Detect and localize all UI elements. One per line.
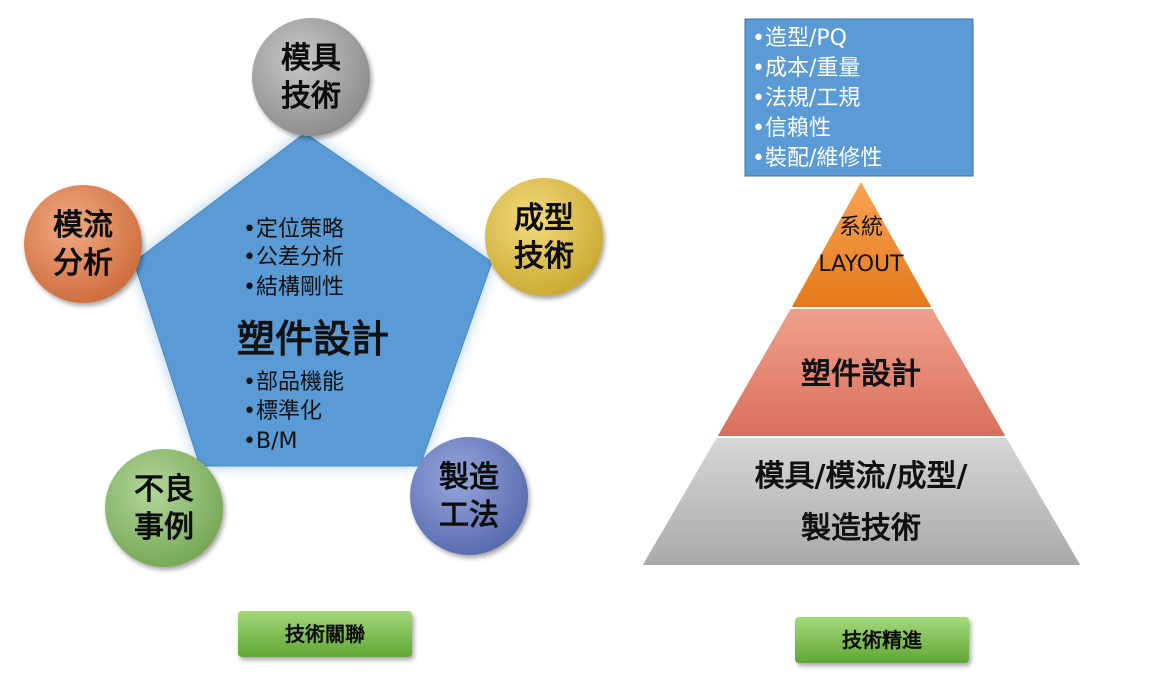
pentagon-lower-item-3: •B/M bbox=[243, 429, 297, 454]
pyramid-bottom-line-2: 製造技術 bbox=[801, 511, 921, 546]
circle-mold-line-1: 模具 bbox=[281, 41, 341, 76]
pyramid: 系統 LAYOUT 塑件設計 模具/模流/成型/ 製造技術 bbox=[639, 177, 1084, 567]
circle-molding-line-1: 成型 bbox=[514, 201, 574, 236]
requirements-item-5: •裝配/維修性 bbox=[752, 146, 882, 171]
pentagon-lower-item-1: •部品機能 bbox=[243, 370, 344, 395]
circle-mold-shape bbox=[252, 18, 370, 136]
circle-defect-line-1: 不良 bbox=[134, 472, 194, 507]
pentagon-group: •定位策略 •公差分析 •結構剛性 塑件設計 •部品機能 •標準化 •B/M bbox=[133, 132, 493, 467]
circle-molding-line-2: 技術 bbox=[514, 239, 574, 274]
circle-flow-shape bbox=[24, 185, 142, 303]
tech-association-button[interactable]: 技術關聯 bbox=[238, 611, 412, 657]
circle-defect-line-2: 事例 bbox=[134, 510, 194, 545]
tech-association-button-shape[interactable] bbox=[238, 611, 412, 657]
pyramid-top-line-1: 系統 bbox=[839, 215, 883, 240]
tech-association-button-label: 技術關聯 bbox=[285, 622, 365, 646]
circle-flow: 模流 分析 bbox=[24, 185, 142, 303]
circle-molding-shape bbox=[485, 178, 603, 296]
tech-advance-button-label: 技術精進 bbox=[842, 628, 922, 652]
circle-molding: 成型 技術 bbox=[485, 178, 603, 296]
requirements-box: •造型/PQ •成本/重量 •法規/工規 •信賴性 •裝配/維修性 bbox=[744, 18, 974, 177]
pentagon-lower-item-2: •標準化 bbox=[243, 399, 322, 424]
circle-process-line-2: 工法 bbox=[439, 498, 499, 533]
pyramid-bottom-layer bbox=[639, 436, 1084, 567]
pyramid-top-line-2: LAYOUT bbox=[818, 252, 904, 277]
tech-advance-button-shape[interactable] bbox=[795, 617, 969, 663]
requirements-item-3: •法規/工規 bbox=[752, 86, 860, 111]
circle-process-shape bbox=[410, 437, 528, 555]
pyramid-top-layer bbox=[788, 177, 935, 309]
requirements-item-4: •信賴性 bbox=[752, 116, 831, 141]
circle-mold: 模具 技術 bbox=[252, 18, 370, 136]
circle-flow-line-2: 分析 bbox=[53, 246, 113, 281]
requirements-item-1: •造型/PQ bbox=[752, 26, 847, 51]
requirements-item-2: •成本/重量 bbox=[752, 56, 860, 81]
tech-advance-button[interactable]: 技術精進 bbox=[795, 617, 969, 663]
pentagon-upper-item-3: •結構剛性 bbox=[243, 275, 344, 300]
requirements-box-shape bbox=[744, 18, 974, 177]
pyramid-bottom-line-1: 模具/模流/成型/ bbox=[755, 459, 968, 494]
circle-flow-line-1: 模流 bbox=[53, 208, 113, 243]
pyramid-middle-label: 塑件設計 bbox=[801, 357, 921, 392]
pentagon-upper-item-2: •公差分析 bbox=[243, 245, 344, 270]
circle-defect-shape bbox=[105, 449, 223, 567]
circle-process-line-1: 製造 bbox=[439, 460, 499, 495]
circle-process: 製造 工法 bbox=[410, 437, 528, 555]
pentagon-shape bbox=[133, 132, 493, 467]
pentagon-upper-item-1: •定位策略 bbox=[243, 217, 344, 242]
pentagon-title: 塑件設計 bbox=[237, 317, 389, 361]
circle-defect: 不良 事例 bbox=[105, 449, 223, 567]
circle-mold-line-2: 技術 bbox=[281, 79, 341, 114]
